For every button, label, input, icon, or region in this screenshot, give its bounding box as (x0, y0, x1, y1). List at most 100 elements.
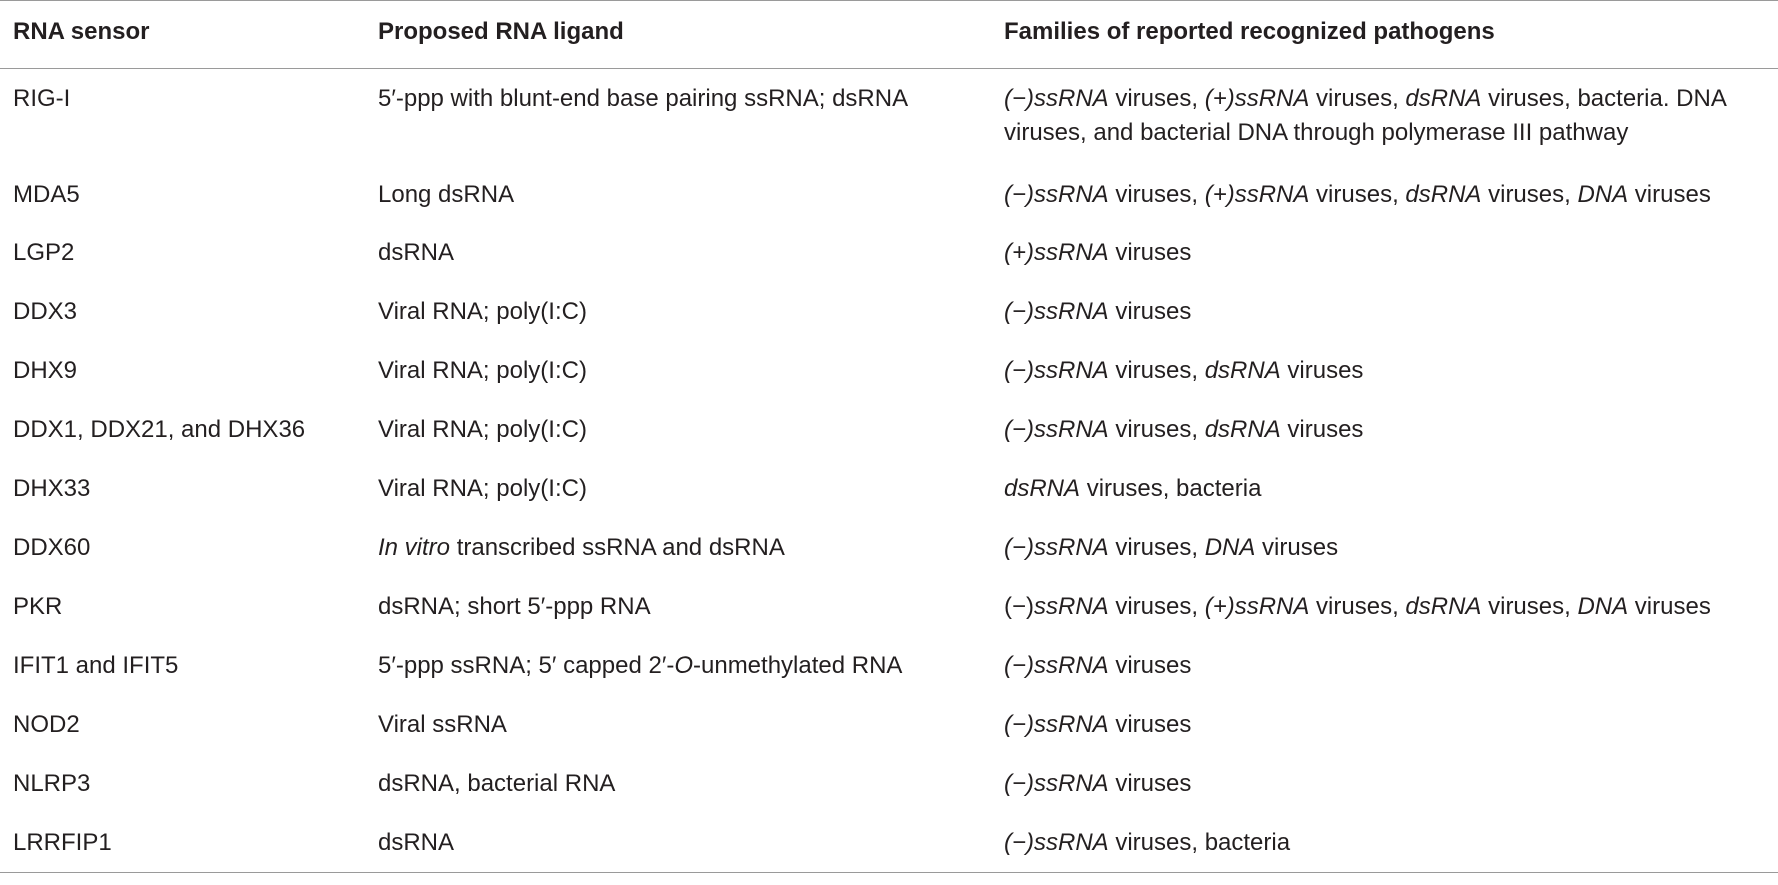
text-run: dsRNA (378, 829, 455, 856)
text-run: (−)ssRNA (1004, 357, 1109, 384)
cell-proposed-rna-ligand: In vitro transcribed ssRNA and dsRNA (378, 531, 785, 565)
text-run: viruses (1108, 652, 1192, 679)
cell-recognized-pathogens: (−)ssRNA viruses (1004, 649, 1191, 683)
cell-recognized-pathogens: (−)ssRNA viruses, dsRNA viruses (1004, 413, 1363, 447)
text-run: viruses (1108, 770, 1192, 797)
cell-rna-sensor: LRRFIP1 (13, 829, 112, 856)
cell-proposed-rna-ligand: Viral RNA; poly(I:C) (378, 413, 587, 447)
text-run: (−)ssRNA (1004, 416, 1109, 443)
text-run: transcribed ssRNA and dsRNA (450, 534, 785, 561)
text-run: viruses, (1108, 416, 1205, 443)
text-run: Viral RNA; poly(I:C) (378, 416, 587, 443)
text-run: viruses, (1108, 593, 1205, 620)
text-run: (−)ssRNA (1004, 534, 1109, 561)
text-run: viruses, (1108, 534, 1205, 561)
text-run: viruses, (1108, 181, 1205, 208)
text-run: viruses, (1309, 181, 1406, 208)
text-run: (−)ssRNA (1004, 829, 1109, 856)
text-run: (−)ssRNA (1004, 85, 1109, 112)
cell-rna-sensor: IFIT1 and IFIT5 (13, 652, 179, 679)
cell-recognized-pathogens: (−)ssRNA viruses (1004, 708, 1191, 742)
text-run: (−)ssRNA (1004, 711, 1109, 738)
text-run: viruses (1108, 711, 1192, 738)
table-row: NOD2 Viral ssRNA (−)ssRNA viruses (0, 708, 1778, 767)
cell-proposed-rna-ligand: dsRNA (378, 236, 454, 270)
text-run: dsRNA; short 5′-ppp RNA (378, 593, 651, 620)
text-run: (+)ssRNA (1204, 85, 1310, 112)
cell-recognized-pathogens: (−)ssRNA viruses, DNA viruses (1004, 531, 1338, 565)
table-row: DDX60 In vitro transcribed ssRNA and dsRN… (0, 531, 1778, 590)
text-run: viruses, (1481, 181, 1578, 208)
cell-rna-sensor: LGP2 (13, 239, 75, 266)
text-run: viruses (1255, 534, 1339, 561)
header-rna-sensor: RNA sensor (13, 18, 150, 45)
text-run: In vitro (378, 534, 451, 561)
cell-rna-sensor: DDX1, DDX21, and DHX36 (13, 416, 306, 443)
cell-rna-sensor: DHX33 (13, 475, 91, 502)
cell-rna-sensor: PKR (13, 593, 63, 620)
text-run: dsRNA, bacterial RNA (378, 770, 616, 797)
text-run: viruses (1108, 239, 1192, 266)
table-row: DHX33 Viral RNA; poly(I:C) dsRNA viruses, … (0, 472, 1778, 531)
text-run: dsRNA (1204, 357, 1281, 384)
cell-proposed-rna-ligand: Viral RNA; poly(I:C) (378, 295, 587, 329)
top-rule (0, 0, 1778, 1)
cell-recognized-pathogens: (−)ssRNA viruses, bacteria (1004, 826, 1290, 860)
table-row: RIG-I 5′-ppp with blunt-end base pairing … (0, 82, 1778, 146)
table-row: NLRP3 dsRNA, bacterial RNA (−)ssRNA viruse… (0, 767, 1778, 826)
cell-rna-sensor: NLRP3 (13, 770, 91, 797)
table-row: IFIT1 and IFIT5 5′-ppp ssRNA; 5′ capped 2… (0, 649, 1778, 708)
cell-rna-sensor: DDX3 (13, 298, 78, 325)
cell-proposed-rna-ligand: Viral ssRNA (378, 708, 507, 742)
text-run: (+)ssRNA (1004, 239, 1109, 266)
text-run: viruses, (1309, 593, 1406, 620)
text-run: ssRNA (1034, 593, 1109, 620)
cell-recognized-pathogens: (−)ssRNA viruses (1004, 767, 1191, 801)
text-run: dsRNA (1405, 593, 1482, 620)
text-run: (−) (1004, 593, 1034, 620)
text-run: dsRNA (1405, 181, 1482, 208)
text-run: DNA (1204, 534, 1256, 561)
cell-rna-sensor: DHX9 (13, 357, 78, 384)
text-run: viruses (1280, 357, 1364, 384)
cell-proposed-rna-ligand: 5′-ppp ssRNA; 5′ capped 2′-O-unmethylate… (378, 649, 902, 683)
cell-recognized-pathogens: (−)ssRNA viruses, dsRNA viruses (1004, 354, 1363, 388)
text-run: viruses, (1108, 85, 1205, 112)
cell-rna-sensor: MDA5 (13, 181, 80, 208)
table-row: LGP2 dsRNA (+)ssRNA viruses (0, 236, 1778, 295)
cell-rna-sensor: DDX60 (13, 534, 91, 561)
table-row: DDX1, DDX21, and DHX36 Viral RNA; poly(I:… (0, 413, 1778, 472)
text-run: (−)ssRNA (1004, 652, 1109, 679)
text-run: viruses (1628, 181, 1711, 208)
text-run: viruses (1628, 593, 1711, 620)
text-run: 5′-ppp ssRNA; 5′ capped 2′- (378, 652, 675, 679)
text-run: 5′-ppp with blunt-end base pairing ssRNA… (378, 85, 909, 112)
text-run: dsRNA (1004, 475, 1081, 502)
text-run: -unmethylated RNA (693, 652, 903, 679)
text-run: viruses, bacteria (1080, 475, 1262, 502)
text-run: (+)ssRNA (1204, 181, 1310, 208)
cell-recognized-pathogens: (−)ssRNA viruses, (+)ssRNA viruses, dsRN… (1004, 590, 1711, 624)
cell-rna-sensor: NOD2 (13, 711, 80, 738)
text-run: DNA (1577, 593, 1629, 620)
cell-recognized-pathogens: (−)ssRNA viruses, (+)ssRNA viruses, dsRN… (1004, 82, 1774, 150)
header-proposed-rna-ligand: Proposed RNA ligand (378, 18, 624, 45)
text-run: (−)ssRNA (1004, 298, 1109, 325)
text-run: Viral RNA; poly(I:C) (378, 475, 587, 502)
table-row: LRRFIP1 dsRNA (−)ssRNA viruses, bacteria (0, 826, 1778, 885)
text-run: (+)ssRNA (1204, 593, 1310, 620)
text-run: (−)ssRNA (1004, 770, 1109, 797)
header-rule (0, 68, 1778, 69)
cell-recognized-pathogens: dsRNA viruses, bacteria (1004, 472, 1261, 506)
cell-proposed-rna-ligand: dsRNA, bacterial RNA (378, 767, 615, 801)
header-recognized-pathogens: Families of reported recognized pathogen… (1004, 18, 1495, 45)
cell-proposed-rna-ligand: dsRNA; short 5′-ppp RNA (378, 590, 651, 624)
text-run: dsRNA (378, 239, 455, 266)
text-run: DNA (1577, 181, 1629, 208)
text-run: Viral RNA; poly(I:C) (378, 298, 587, 325)
cell-rna-sensor: RIG-I (13, 85, 71, 112)
cell-proposed-rna-ligand: dsRNA (378, 826, 454, 860)
text-run: viruses, (1481, 593, 1578, 620)
